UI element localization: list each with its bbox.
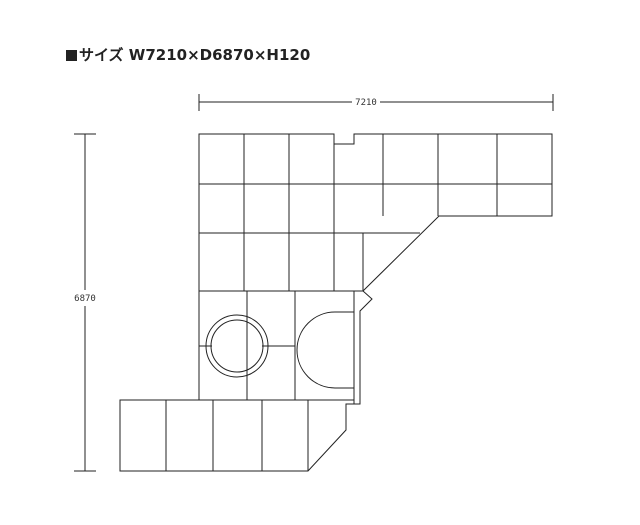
tile-grid-top: [199, 134, 552, 292]
width-label: 7210: [355, 98, 377, 108]
half-round-bath-right: [296, 311, 354, 389]
width-dimension: [198, 94, 554, 111]
size-title: サイズ W7210×D6870×H120: [66, 44, 310, 65]
tile-grid-middle: [198, 291, 355, 404]
size-title-text: サイズ W7210×D6870×H120: [79, 46, 311, 64]
depth-label: 6870: [74, 294, 96, 304]
round-bath-left: [205, 314, 269, 378]
tile-grid-bottom: [165, 400, 309, 471]
depth-dimension: [74, 133, 96, 472]
title-bullet-icon: [66, 50, 77, 61]
floor-outline: [119, 133, 553, 472]
